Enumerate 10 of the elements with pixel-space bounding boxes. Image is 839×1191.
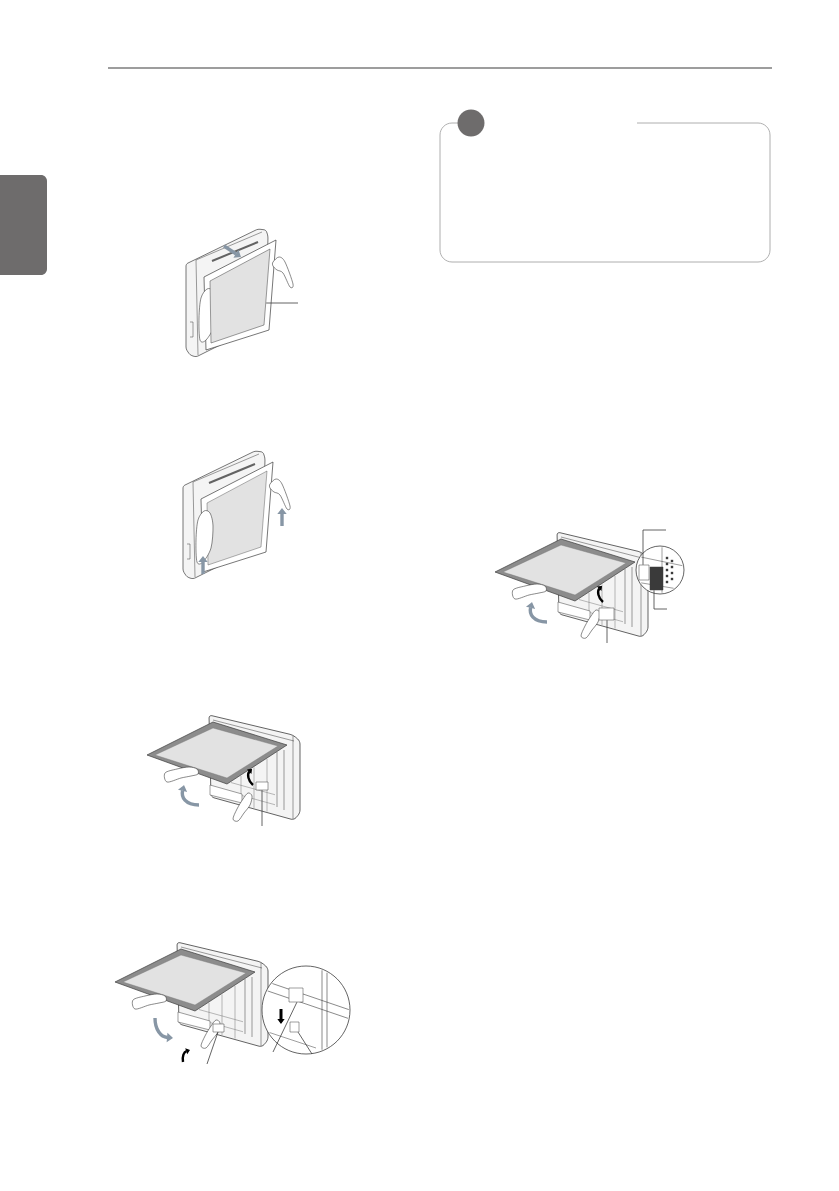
latch: [288, 987, 304, 1003]
side-tab: [0, 175, 47, 275]
leader-line: [272, 1001, 298, 1053]
leader-line: [642, 529, 667, 566]
filter-mesh: [649, 566, 664, 591]
leader-line: [297, 1031, 313, 1055]
leader-line: [265, 302, 299, 304]
latch-tab: [289, 1021, 300, 1033]
leader-line: [653, 589, 668, 610]
note-box: [439, 122, 771, 263]
